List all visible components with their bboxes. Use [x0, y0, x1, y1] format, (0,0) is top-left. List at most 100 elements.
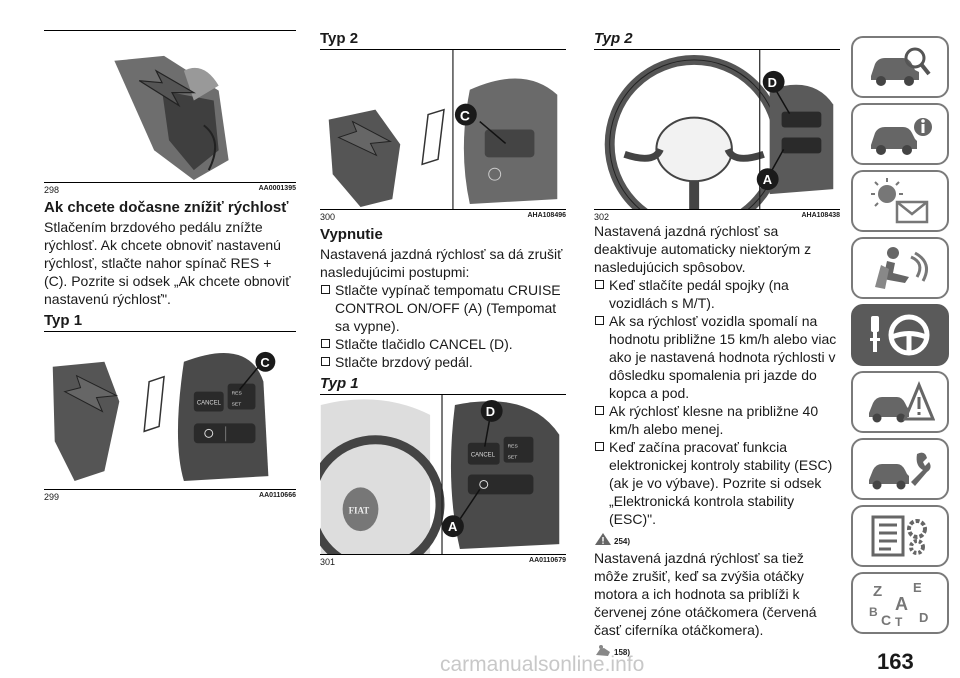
warning-triangle-icon [595, 533, 611, 545]
figure-code: AHA108438 [801, 212, 840, 219]
figure-299-caption: 299 AA0110666 [44, 492, 296, 502]
callout-d: D [486, 404, 495, 419]
checkbox-bullet-icon [321, 285, 330, 294]
figure-298 [44, 31, 296, 183]
chapter-sidebar: Z E A B C T D [851, 36, 951, 639]
rule [594, 49, 840, 50]
figure-code: AA0110666 [259, 492, 296, 499]
tab-technical-data[interactable] [851, 505, 949, 567]
tab-car-info[interactable] [851, 103, 949, 165]
callout-a: A [448, 519, 457, 534]
tab-emergency[interactable] [851, 371, 949, 433]
paragraph: Nastavená jazdná rýchlosť sa deaktivuje … [594, 223, 812, 275]
type-label: Typ 1 [320, 375, 359, 392]
callout-c: C [460, 108, 470, 124]
figure-code: AA0001395 [258, 185, 296, 192]
alphabet-index-icon: Z E A B C T D [869, 580, 928, 628]
figure-300-caption: 300 AHA108496 [320, 212, 566, 222]
steering-switch-illustration: CANCEL RES SET C [52, 351, 276, 482]
tab-index[interactable]: Z E A B C T D [851, 572, 949, 634]
figure-302-caption: 302 AHA108438 [594, 212, 840, 222]
tab-safety[interactable] [851, 237, 949, 299]
steering-switch-illustration: C [328, 50, 558, 209]
checkbox-bullet-icon [595, 406, 604, 415]
svg-text:D: D [919, 610, 928, 625]
tab-car-overview[interactable] [851, 36, 949, 98]
figure-301-caption: 301 AA0110679 [320, 557, 566, 567]
cancel-button-label: CANCEL [471, 453, 496, 459]
figure-number: 298 [44, 185, 60, 195]
paragraph: Nastavená jazdná rýchlosť sa tiež môže z… [594, 550, 817, 638]
callout-c: C [260, 355, 269, 370]
seat-airbag-icon [875, 247, 929, 289]
set-button-label: SET [508, 455, 518, 461]
checkbox-bullet-icon [595, 280, 604, 289]
figure-300: C [320, 50, 566, 210]
figure-number: 302 [594, 212, 610, 222]
steering-wheel-cancel-illustration: FIAT CANCEL RES SET D A [320, 395, 566, 554]
figure-number: 300 [320, 212, 336, 222]
key-steering-wheel-icon [870, 314, 930, 356]
car-wrench-icon [869, 452, 931, 490]
type-label: Typ 2 [320, 30, 359, 47]
paragraph: Nastavená jazdná rýchlosť sa dá zrušiť n… [320, 246, 563, 280]
watermark: carmanualsonline.info [440, 653, 645, 676]
svg-text:E: E [913, 580, 922, 595]
checkbox-bullet-icon [321, 339, 330, 348]
bullet-item: Ak sa rýchlosť vozidla spomalí na hodnot… [594, 312, 840, 402]
figure-code: AA0110679 [529, 557, 566, 564]
figure-number: 299 [44, 492, 60, 502]
section-heading: Ak chcete dočasne znížiť rýchlosť [44, 199, 289, 216]
rule [320, 394, 566, 395]
column-3: Typ 2 D A 302 AHA108438 Nastavená jazdná… [594, 30, 840, 660]
checklist-gears-icon [871, 515, 927, 557]
warning-ref-number: 254) [614, 537, 631, 546]
bullet-item: Stlačte vypínač tempomatu CRUISE CONTROL… [320, 281, 566, 335]
note-hand-icon [596, 645, 610, 656]
rule [44, 331, 296, 332]
top-rule [44, 30, 296, 31]
car-magnifier-icon [871, 47, 931, 86]
svg-text:A: A [895, 594, 908, 614]
callout-d: D [768, 75, 777, 90]
figure-number: 301 [320, 557, 336, 567]
figure-302: D A [594, 50, 840, 210]
res-button-label: RES [508, 444, 519, 450]
rule [320, 49, 566, 50]
type-label: Typ 2 [594, 30, 633, 47]
car-warning-icon [869, 381, 935, 423]
svg-text:C: C [881, 612, 891, 628]
tab-maintenance[interactable] [851, 438, 949, 500]
figure-299: CANCEL RES SET C [44, 332, 296, 490]
bullet-item: Stlačte brzdový pedál. [320, 353, 566, 371]
svg-text:Z: Z [873, 583, 882, 600]
cancel-button-label: CANCEL [197, 401, 222, 407]
paragraph: Stlačením brzdového pedálu znížte rýchlo… [44, 219, 291, 307]
checkbox-bullet-icon [595, 316, 604, 325]
page-number: 163 [877, 649, 914, 674]
svg-text:T: T [895, 615, 903, 628]
res-button-label: RES [232, 391, 243, 397]
car-info-icon [871, 118, 932, 155]
tab-lights-messages[interactable] [851, 170, 949, 232]
callout-a: A [763, 172, 772, 187]
tab-starting-driving[interactable] [851, 304, 949, 366]
bullet-item: Stlačte tlačidlo CANCEL (D). [320, 335, 566, 353]
warning-reference: 254) [594, 530, 840, 546]
figure-code: AHA108496 [527, 212, 566, 219]
bullet-item: Ak rýchlosť klesne na približne 40 km/h … [594, 402, 840, 438]
pedal-illustration [104, 35, 264, 182]
fiat-logo: FIAT [349, 505, 370, 515]
section-heading: Vypnutie [320, 226, 383, 243]
lights-envelope-icon [871, 178, 929, 224]
bullet-item: Keď stlačíte pedál spojky (na vozidlách … [594, 276, 840, 312]
note-reference: 158) [594, 641, 840, 657]
column-1: 298 AA0001395 Ak chcete dočasne znížiť r… [44, 30, 296, 502]
column-2: Typ 2 C 300 AHA108496 Vypnutie Nastavená… [320, 30, 566, 567]
type-label: Typ 1 [44, 312, 83, 329]
set-button-label: SET [232, 402, 242, 408]
note-ref-number: 158) [614, 648, 631, 657]
bullet-item: Keď začína pracovať funkcia elektronicke… [594, 438, 840, 528]
figure-301: FIAT CANCEL RES SET D A [320, 395, 566, 555]
figure-298-caption: 298 AA0001395 [44, 185, 296, 195]
